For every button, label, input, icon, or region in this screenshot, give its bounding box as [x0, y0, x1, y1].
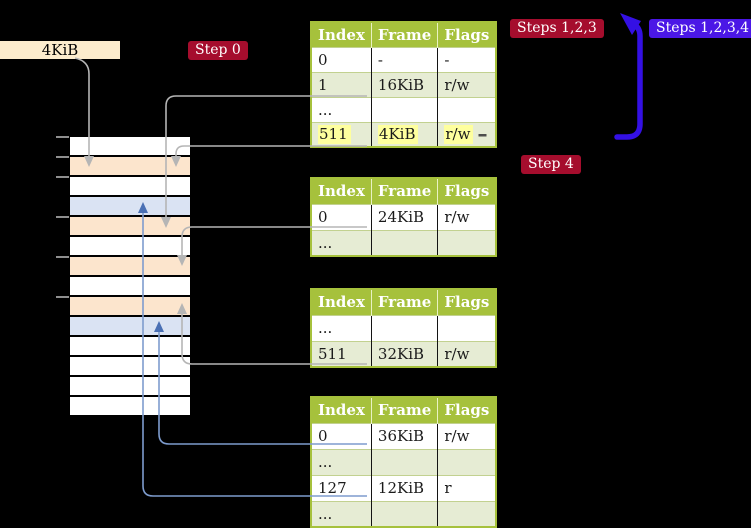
table-cell: - [371, 46, 439, 72]
memory-row-table [70, 257, 190, 277]
column-header: Flags [437, 178, 497, 204]
memory-row-table [70, 157, 190, 177]
strip-tick [56, 156, 69, 158]
table-cell: r/w [437, 71, 497, 97]
physical-memory-strip [70, 137, 190, 417]
step4-badge: Step 4 [521, 155, 581, 174]
column-header: Index [311, 289, 372, 315]
strip-tick [56, 296, 69, 298]
memory-row-empty [70, 357, 190, 377]
table-cell [437, 314, 497, 341]
table-cell: 16KiB [371, 71, 439, 97]
table-cell: 0 [311, 422, 372, 449]
step0-badge: Step 0 [188, 41, 248, 60]
memory-row-empty [70, 137, 190, 157]
table-row: ... [311, 314, 497, 341]
memory-row-empty [70, 377, 190, 397]
table-cell: 24KiB [371, 203, 439, 230]
column-header: Index [311, 397, 372, 423]
table-cell [437, 448, 497, 475]
column-header: Frame [371, 178, 439, 204]
table-cell: ... [311, 500, 372, 527]
table-cell [437, 500, 497, 527]
table-cell: 4KiB [371, 121, 439, 147]
memory-row-page [70, 317, 190, 337]
memory-row-page [70, 197, 190, 217]
recursive-loop-arrowhead [620, 13, 641, 35]
table-cell: 127 [311, 474, 372, 501]
table-cell: ... [311, 448, 372, 475]
strip-tick [56, 176, 69, 178]
table-row: 511 4KiB r/w [311, 121, 497, 147]
table-row: ... [311, 500, 497, 527]
column-header: Frame [371, 289, 439, 315]
table-cell: 36KiB [371, 422, 439, 449]
recursive-loop-arrow [614, 21, 643, 140]
memory-row-empty [70, 337, 190, 357]
table-row: ... [311, 448, 497, 475]
column-header: Flags [437, 289, 497, 315]
frame-size-label: 4KiB [0, 41, 120, 59]
table-cell: ... [311, 314, 372, 341]
table-row: ... [311, 96, 497, 122]
table-cell: ... [311, 96, 372, 122]
table-cell: 32KiB [371, 340, 439, 367]
table-cell: 511 [311, 121, 372, 147]
memory-row-empty [70, 277, 190, 297]
table-cell [371, 229, 439, 256]
table-cell: ... [311, 229, 372, 256]
memory-row-empty [70, 397, 190, 417]
table-cell: 0 [311, 46, 372, 72]
column-header: Frame [371, 397, 439, 423]
table-cell [371, 448, 439, 475]
highlighted-value: 4KiB [377, 125, 419, 145]
steps1234-badge: Steps 1,2,3,4 [649, 19, 751, 38]
highlighted-value: r/w [444, 125, 474, 145]
table-cell: 511 [311, 340, 372, 367]
table-cell: r/w [437, 340, 497, 367]
memory-row-table [70, 217, 190, 237]
column-header: Index [311, 178, 372, 204]
table-cell [371, 314, 439, 341]
column-header: Flags [437, 22, 497, 47]
strip-tick [56, 136, 69, 138]
table-cell: 12KiB [371, 474, 439, 501]
table-cell: - [437, 46, 497, 72]
highlighted-value: 511 [318, 125, 351, 145]
strip-tick [56, 256, 69, 258]
table-cell [371, 500, 439, 527]
table-cell [437, 229, 497, 256]
table-cell [437, 96, 497, 122]
table-cell: r/w [437, 422, 497, 449]
table-cell: r/w [437, 203, 497, 230]
column-header: Frame [371, 22, 439, 47]
strip-tick [56, 216, 69, 218]
table-cell: 1 [311, 71, 372, 97]
steps123-badge: Steps 1,2,3 [510, 19, 604, 38]
table-row: 0-- [311, 46, 497, 72]
column-header: Flags [437, 397, 497, 423]
table-cell: r [437, 474, 497, 501]
table-row: ... [311, 229, 497, 256]
memory-row-empty [70, 177, 190, 197]
table-cell: 0 [311, 203, 372, 230]
memory-row-empty [70, 237, 190, 257]
table-cell: r/w [437, 121, 497, 147]
memory-row-table [70, 297, 190, 317]
table-cell [371, 96, 439, 122]
column-header: Index [311, 22, 372, 47]
